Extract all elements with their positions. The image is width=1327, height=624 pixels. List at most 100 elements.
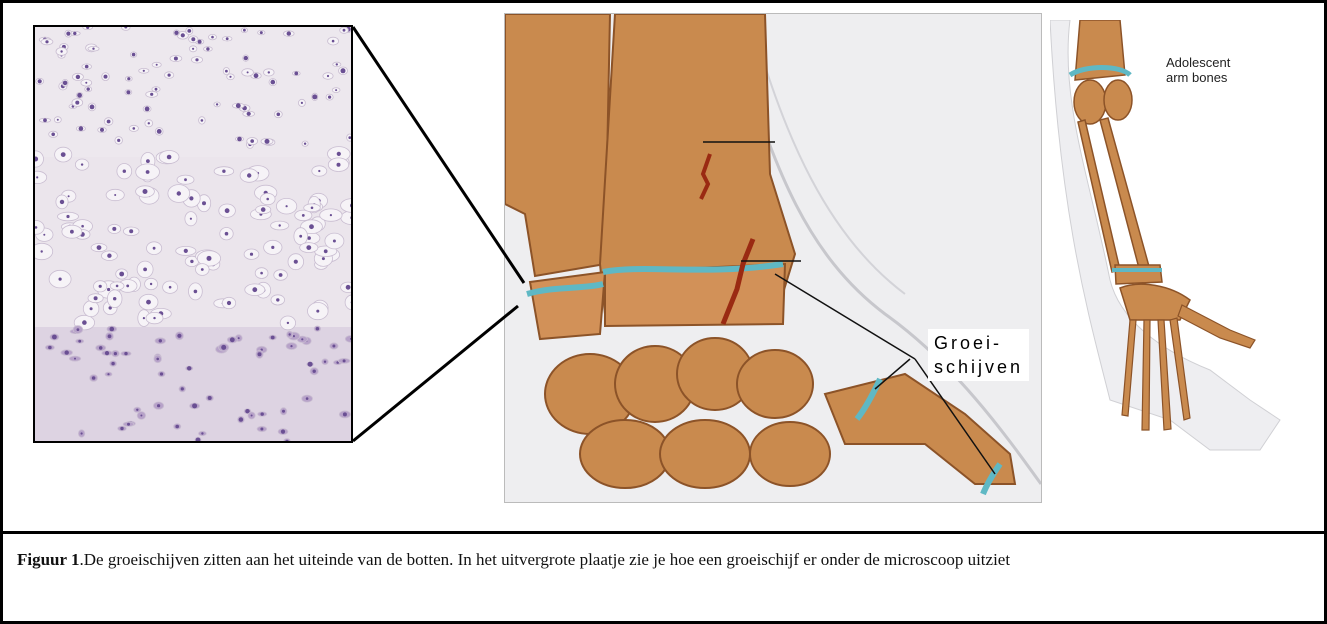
cell-nucleus — [306, 245, 311, 250]
cell-nucleus — [104, 75, 108, 79]
cell-nucleus — [65, 350, 69, 354]
cell-nucleus — [336, 63, 338, 65]
cell-nucleus — [281, 430, 285, 434]
cell-nucleus — [337, 163, 341, 167]
cell-nucleus — [328, 96, 331, 99]
cell-nucleus — [126, 90, 130, 94]
cell-nucleus — [159, 339, 162, 342]
cell-nucleus — [250, 253, 253, 256]
cell-nucleus — [43, 234, 45, 236]
cell-nucleus — [226, 37, 229, 40]
cell-nucleus — [343, 29, 346, 32]
cell-nucleus — [60, 50, 62, 52]
cell-nucleus — [190, 218, 192, 220]
cell-nucleus — [75, 101, 79, 105]
cell-nucleus — [225, 232, 229, 236]
cell-nucleus — [294, 260, 298, 264]
cell-nucleus — [229, 76, 231, 78]
cell-nucleus — [60, 200, 64, 204]
cell-nucleus — [332, 345, 335, 348]
cell-nucleus — [316, 327, 319, 330]
cell-nucleus — [174, 57, 178, 61]
cell-nucleus — [181, 387, 184, 390]
cell-nucleus — [41, 250, 43, 252]
cell-nucleus — [282, 410, 285, 413]
cell-nucleus — [250, 139, 254, 143]
cell-nucleus — [254, 73, 259, 78]
cell-nucleus — [133, 127, 136, 130]
wrist-bones-drawing — [505, 14, 1041, 502]
cell-nucleus — [316, 310, 319, 313]
cell-nucleus — [286, 205, 288, 207]
cell-nucleus — [148, 122, 150, 124]
cell-nucleus — [206, 47, 209, 50]
cell-nucleus — [157, 404, 160, 407]
cell-nucleus — [201, 268, 204, 271]
cell-nucleus — [38, 79, 42, 83]
cartilage-cell — [345, 336, 353, 343]
cell-nucleus — [238, 337, 240, 339]
cell-nucleus — [85, 82, 87, 84]
cell-nucleus — [195, 58, 198, 61]
cell-nucleus — [129, 229, 133, 233]
cell-nucleus — [143, 317, 145, 319]
cell-nucleus — [99, 285, 102, 288]
cell-nucleus — [327, 75, 329, 77]
cell-nucleus — [239, 417, 243, 421]
cell-nucleus — [279, 273, 283, 277]
cell-nucleus — [113, 297, 116, 300]
figure-caption: Figuur 1.De groeischijven zitten aan het… — [17, 546, 1307, 574]
cell-nucleus — [309, 224, 314, 229]
cell-nucleus — [127, 77, 130, 80]
cell-nucleus — [153, 317, 155, 319]
cell-nucleus — [153, 247, 156, 250]
cell-nucleus — [306, 397, 309, 400]
cell-nucleus — [81, 432, 83, 434]
growth-plate-label-line2: schijven — [934, 355, 1023, 379]
cell-nucleus — [225, 208, 230, 213]
cell-nucleus — [85, 65, 89, 69]
cell-nucleus — [79, 126, 84, 131]
cell-nucleus — [105, 351, 109, 355]
cell-nucleus — [150, 283, 152, 285]
cell-nucleus — [155, 88, 158, 91]
cell-nucleus — [174, 31, 178, 35]
cell-nucleus — [48, 346, 52, 350]
micrograph-image — [33, 25, 353, 443]
cell-nucleus — [68, 195, 70, 197]
cell-nucleus — [43, 118, 47, 122]
cell-nucleus — [268, 71, 270, 73]
growth-plate-label-line1: Groei- — [934, 331, 1023, 355]
cell-nucleus — [260, 428, 263, 431]
cell-nucleus — [51, 133, 55, 137]
cell-nucleus — [337, 152, 341, 156]
cell-nucleus — [107, 254, 111, 258]
cell-nucleus — [63, 81, 68, 86]
cell-nucleus — [90, 307, 93, 310]
cell-nucleus — [167, 155, 172, 160]
cell-nucleus — [225, 70, 228, 73]
cell-nucleus — [261, 207, 266, 212]
cell-nucleus — [335, 89, 337, 91]
cell-nucleus — [107, 288, 110, 291]
cell-nucleus — [302, 214, 305, 217]
cell-nucleus — [146, 170, 150, 174]
cell-nucleus — [351, 301, 353, 304]
cell-nucleus — [227, 301, 231, 305]
cell-nucleus — [237, 137, 242, 142]
cell-nucleus — [116, 285, 119, 288]
cell-nucleus — [140, 415, 142, 417]
cell-nucleus — [77, 93, 82, 98]
cell-nucleus — [120, 427, 123, 430]
cell-nucleus — [243, 29, 246, 32]
cell-nucleus — [146, 300, 151, 305]
cell-nucleus — [202, 201, 206, 205]
cell-nucleus — [66, 32, 70, 36]
cell-nucleus — [136, 409, 138, 411]
cell-nucleus — [247, 112, 251, 116]
cell-nucleus — [76, 75, 80, 79]
cell-nucleus — [117, 139, 120, 142]
cell-nucleus — [82, 320, 87, 325]
cell-nucleus — [236, 103, 241, 108]
cell-nucleus — [175, 425, 179, 429]
